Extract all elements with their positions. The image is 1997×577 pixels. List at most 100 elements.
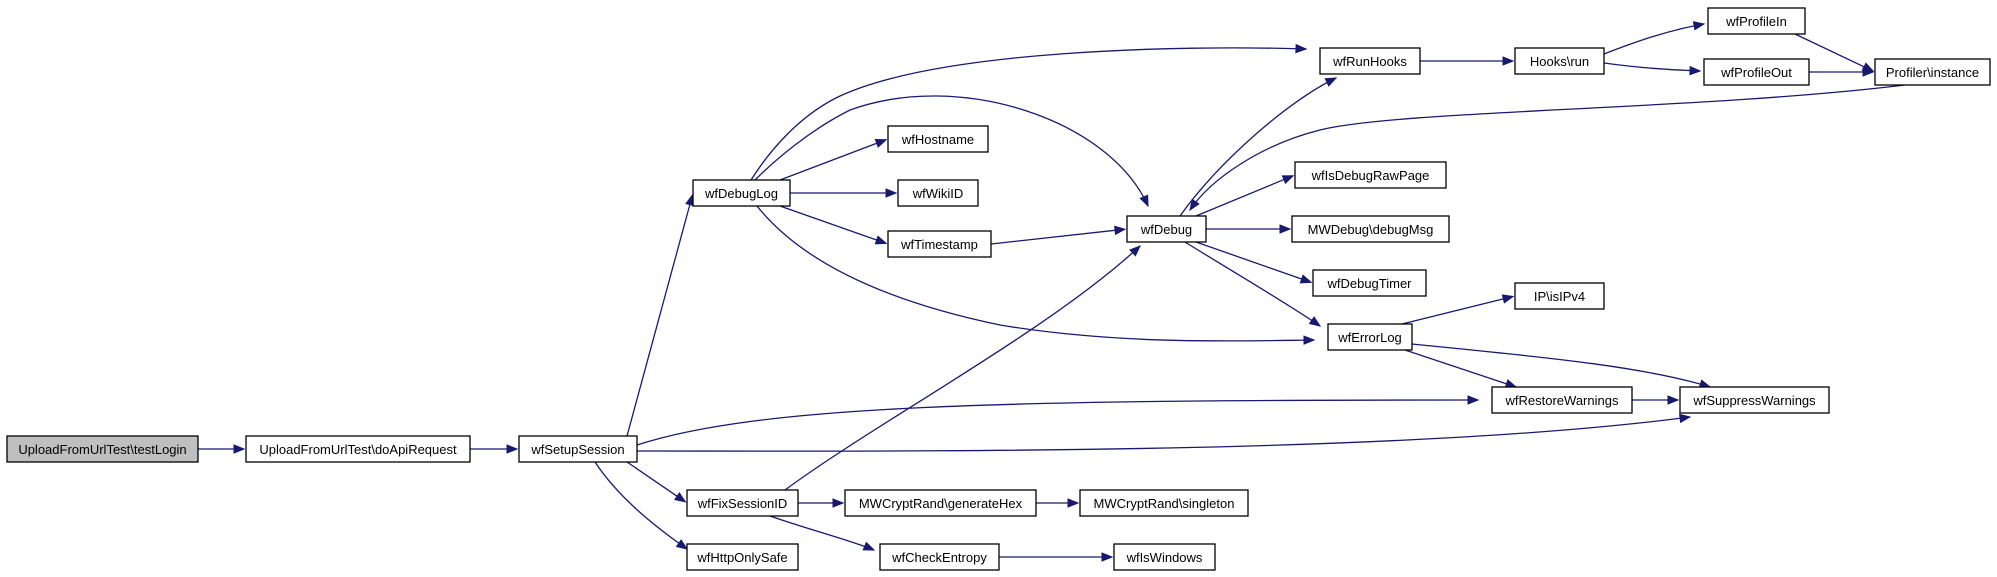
edge-wfErrorLog-to-wfSuppressWarnings (1411, 343, 1711, 388)
node-wfFixSessionID[interactable]: wfFixSessionID (686, 489, 799, 517)
node-label-wfRunHooks: wfRunHooks (1332, 54, 1407, 69)
node-label-ProfilerInstance: Profiler\instance (1886, 65, 1979, 80)
node-wfRunHooks[interactable]: wfRunHooks (1319, 47, 1421, 75)
node-generateHex[interactable]: MWCryptRand\generateHex (844, 489, 1037, 517)
edge-generateHex-to-singleton-arrowhead (1067, 498, 1080, 508)
node-label-wfDebugLog: wfDebugLog (704, 186, 778, 201)
edge-wfDebug-to-wfIsDebugRawPage-arrowhead (1281, 175, 1295, 185)
node-box-MWDebugMsg[interactable] (1291, 215, 1450, 243)
edge-wfSetupSession-to-wfDebugLog (626, 203, 691, 437)
node-label-testLogin: UploadFromUrlTest\testLogin (18, 442, 186, 457)
edge-doApiRequest-to-wfSetupSession-arrowhead (506, 444, 519, 454)
edge-wfSetupSession-to-wfRestoreWarnings (636, 399, 1479, 446)
node-label-HooksRun: Hooks\run (1530, 54, 1589, 69)
node-box-wfDebugTimer[interactable] (1312, 269, 1427, 297)
node-box-wfCheckEntropy[interactable] (879, 543, 1000, 571)
edge-wfDebug-to-wfDebugTimer (1195, 241, 1303, 280)
node-wfRestoreWarnings[interactable]: wfRestoreWarnings (1491, 386, 1633, 414)
node-wfTimestamp[interactable]: wfTimestamp (887, 230, 992, 258)
node-box-wfTimestamp[interactable] (887, 230, 992, 258)
node-wfDebugTimer[interactable]: wfDebugTimer (1312, 269, 1427, 297)
node-wfSuppressWarnings[interactable]: wfSuppressWarnings (1679, 386, 1830, 414)
node-wfSetupSession[interactable]: wfSetupSession (518, 435, 638, 463)
node-wfIsWindows[interactable]: wfIsWindows (1113, 543, 1216, 571)
node-wfDebug[interactable]: wfDebug (1126, 215, 1207, 243)
node-wfHostname[interactable]: wfHostname (887, 125, 989, 153)
node-wfWikiID[interactable]: wfWikiID (897, 179, 979, 207)
node-box-wfRestoreWarnings[interactable] (1491, 386, 1633, 414)
node-box-IPisIPv4[interactable] (1514, 282, 1605, 310)
node-wfIsDebugRawPage[interactable]: wfIsDebugRawPage (1294, 161, 1447, 189)
node-box-wfHostname[interactable] (887, 125, 989, 153)
edge-testLogin-to-doApiRequest-arrowhead (233, 444, 246, 454)
edge-wfFixSessionID-to-wfDebug (784, 245, 1141, 491)
node-label-wfDebug: wfDebug (1140, 222, 1192, 237)
edge-wfDebugLog-to-wfErrorLog-arrowhead (1303, 335, 1316, 345)
node-wfErrorLog[interactable]: wfErrorLog (1327, 323, 1413, 351)
node-box-wfDebug[interactable] (1126, 215, 1207, 243)
node-box-wfHttpOnlySafe[interactable] (686, 543, 799, 571)
node-label-IPisIPv4: IP\isIPv4 (1534, 289, 1585, 304)
node-wfDebugLog[interactable]: wfDebugLog (692, 179, 791, 207)
node-wfCheckEntropy[interactable]: wfCheckEntropy (879, 543, 1000, 571)
node-box-testLogin[interactable] (6, 435, 199, 463)
node-box-wfRunHooks[interactable] (1319, 47, 1421, 75)
node-wfProfileIn[interactable]: wfProfileIn (1707, 7, 1806, 35)
edge-HooksRun-to-wfProfileIn-arrowhead (1692, 21, 1706, 31)
node-label-wfSuppressWarnings: wfSuppressWarnings (1692, 393, 1816, 408)
node-box-HooksRun[interactable] (1514, 47, 1605, 75)
edge-wfDebug-to-wfDebugTimer-arrowhead (1299, 274, 1313, 284)
edge-wfDebugLog-to-wfTimestamp (779, 205, 878, 241)
edges-layer (198, 21, 1906, 562)
edge-HooksRun-to-wfProfileIn (1603, 23, 1705, 55)
edge-HooksRun-to-wfProfileOut-arrowhead (1689, 65, 1702, 76)
node-label-wfHostname: wfHostname (901, 132, 974, 147)
node-box-generateHex[interactable] (844, 489, 1037, 517)
edge-wfDebug-to-wfErrorLog (1184, 241, 1321, 327)
node-box-wfProfileOut[interactable] (1703, 58, 1810, 86)
node-label-wfIsDebugRawPage: wfIsDebugRawPage (1311, 168, 1430, 183)
node-wfProfileOut[interactable]: wfProfileOut (1703, 58, 1810, 86)
node-box-wfIsDebugRawPage[interactable] (1294, 161, 1447, 189)
node-box-wfSetupSession[interactable] (518, 435, 638, 463)
node-box-singleton[interactable] (1079, 489, 1249, 517)
edge-wfDebug-to-wfRunHooks (1179, 77, 1337, 217)
node-box-wfErrorLog[interactable] (1327, 323, 1413, 351)
node-singleton[interactable]: MWCryptRand\singleton (1079, 489, 1249, 517)
node-label-wfRestoreWarnings: wfRestoreWarnings (1505, 393, 1619, 408)
edge-wfFixSessionID-to-generateHex-arrowhead (832, 498, 845, 508)
edge-wfTimestamp-to-wfDebug-arrowhead (1114, 225, 1127, 236)
node-testLogin[interactable]: UploadFromUrlTest\testLogin (6, 435, 199, 463)
node-label-doApiRequest: UploadFromUrlTest\doApiRequest (259, 442, 457, 457)
node-ProfilerInstance[interactable]: Profiler\instance (1874, 58, 1991, 86)
node-box-wfDebugLog[interactable] (692, 179, 791, 207)
edge-wfSetupSession-to-wfSuppressWarnings-arrowhead (1678, 413, 1692, 424)
node-box-wfProfileIn[interactable] (1707, 7, 1806, 35)
edge-wfDebugLog-to-wfErrorLog (756, 205, 1315, 342)
node-label-wfProfileIn: wfProfileIn (1725, 14, 1787, 29)
node-label-singleton: MWCryptRand\singleton (1094, 496, 1235, 511)
edge-wfDebugLog-to-wfHostname-arrowhead (874, 139, 888, 148)
node-doApiRequest[interactable]: UploadFromUrlTest\doApiRequest (245, 435, 471, 463)
node-box-doApiRequest[interactable] (245, 435, 471, 463)
edge-wfErrorLog-to-IPisIPv4 (1401, 298, 1505, 325)
edge-wfDebugLog-to-wfTimestamp-arrowhead (874, 235, 888, 245)
node-box-wfWikiID[interactable] (897, 179, 979, 207)
node-box-wfSuppressWarnings[interactable] (1679, 386, 1830, 414)
node-box-wfFixSessionID[interactable] (686, 489, 799, 517)
node-label-wfDebugTimer: wfDebugTimer (1326, 276, 1412, 291)
edge-ProfilerInstance-to-wfDebug-arrowhead (1189, 198, 1200, 212)
node-box-wfIsWindows[interactable] (1113, 543, 1216, 571)
edge-wfSetupSession-to-wfHttpOnlySafe (594, 461, 688, 550)
node-wfHttpOnlySafe[interactable]: wfHttpOnlySafe (686, 543, 799, 571)
edge-wfSetupSession-to-wfFixSessionID-arrowhead (674, 492, 687, 503)
node-label-wfSetupSession: wfSetupSession (530, 442, 624, 457)
node-IPisIPv4[interactable]: IP\isIPv4 (1514, 282, 1605, 310)
node-box-ProfilerInstance[interactable] (1874, 58, 1991, 86)
node-HooksRun[interactable]: Hooks\run (1514, 47, 1605, 75)
edge-wfSetupSession-to-wfSuppressWarnings (636, 416, 1691, 452)
edge-wfFixSessionID-to-wfDebug-arrowhead (1129, 245, 1141, 257)
node-label-wfTimestamp: wfTimestamp (900, 237, 978, 252)
node-MWDebugMsg[interactable]: MWDebug\debugMsg (1291, 215, 1450, 243)
